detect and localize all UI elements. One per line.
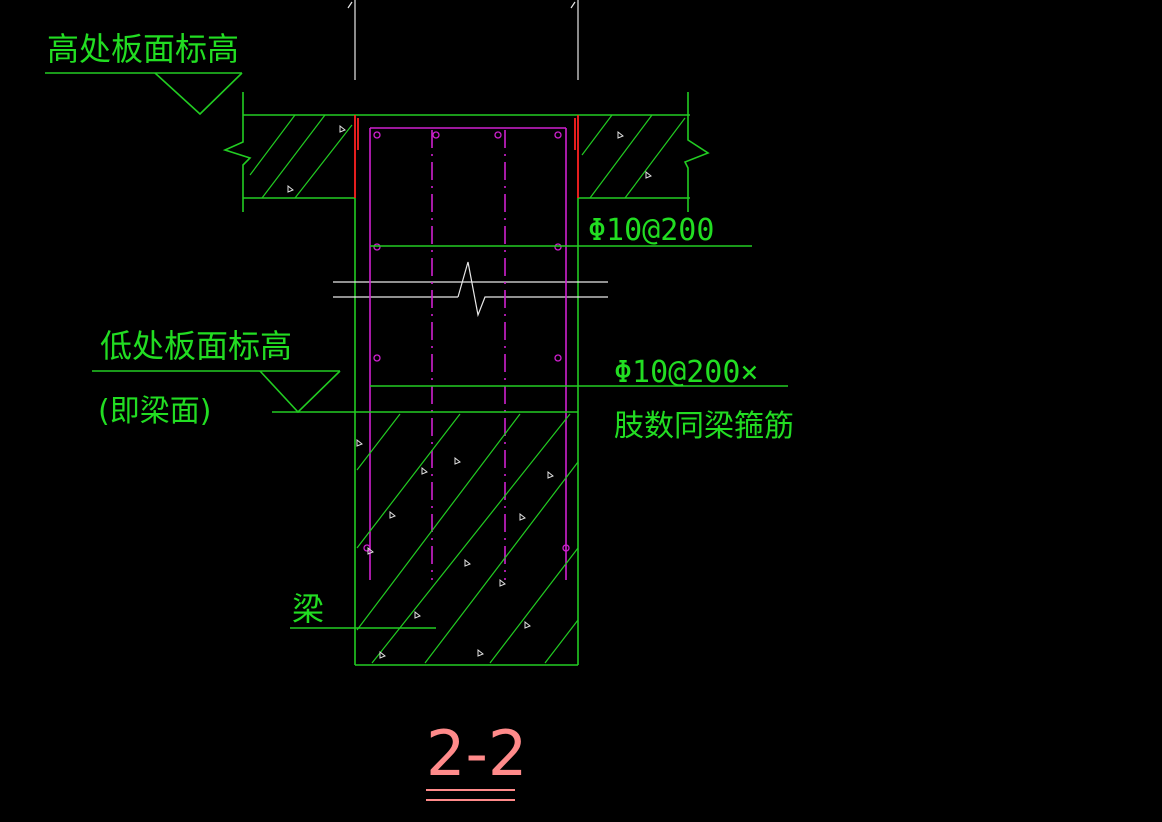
beam-label: 梁 <box>292 590 324 628</box>
right-slab <box>578 92 710 212</box>
stirrup-leaders: Φ10@200 Φ10@200× 肢数同梁箍筋 <box>370 213 794 444</box>
beam-hatch <box>356 413 579 664</box>
beam-top-note: (即梁面) <box>98 394 211 429</box>
left-slab <box>222 92 690 212</box>
legs-note-label: 肢数同梁箍筋 <box>614 409 794 444</box>
low-elevation-label: 低处板面标高 <box>100 327 292 365</box>
stirrup-upper-label: Φ10@200 <box>588 213 714 248</box>
break-line <box>333 261 608 318</box>
section-title-text: 2-2 <box>426 717 527 790</box>
column-outline <box>354 115 579 666</box>
high-elevation-label: 高处板面标高 <box>47 30 239 68</box>
upper-column-lines <box>347 0 579 80</box>
high-elevation-marker: 高处板面标高 <box>45 30 243 116</box>
section-title: 2-2 <box>426 717 527 801</box>
low-elevation-marker: 低处板面标高 (即梁面) <box>92 327 578 429</box>
stirrup-lower-label: Φ10@200× <box>614 355 759 390</box>
aggregate-marks <box>287 124 652 659</box>
rebar-cage <box>363 127 570 580</box>
beam-label-group: 梁 <box>290 590 436 629</box>
